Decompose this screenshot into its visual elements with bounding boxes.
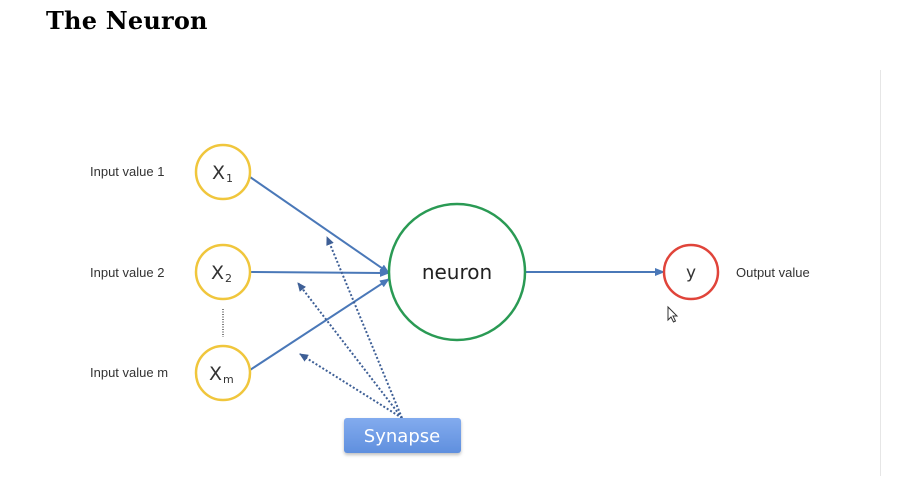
connection-xm-neuron bbox=[249, 278, 390, 371]
synapse-pointer-1 bbox=[326, 236, 403, 419]
synapse-button: Synapse bbox=[344, 418, 461, 453]
synapse-label: Synapse bbox=[364, 426, 440, 447]
neuron-node: neuron bbox=[387, 202, 527, 342]
mouse-cursor-icon bbox=[667, 305, 679, 323]
input-label-1: Input value 1 bbox=[90, 164, 164, 179]
input-symbol: X bbox=[211, 262, 224, 284]
synapse-pointer-2 bbox=[297, 282, 403, 419]
input-node-xm: X m bbox=[194, 344, 252, 402]
connection-x2-neuron bbox=[250, 268, 390, 277]
output-label: Output value bbox=[736, 265, 810, 280]
neuron-label: neuron bbox=[422, 260, 492, 284]
input-subscript: m bbox=[223, 373, 234, 386]
input-subscript: 1 bbox=[226, 172, 233, 185]
input-symbol: X bbox=[212, 162, 225, 184]
output-node: y bbox=[662, 243, 720, 301]
input-node-x2: X 2 bbox=[194, 243, 252, 301]
input-label-2: Input value 2 bbox=[90, 265, 164, 280]
input-label-m: Input value m bbox=[90, 365, 168, 380]
input-subscript: 2 bbox=[225, 272, 232, 285]
input-symbol: X bbox=[209, 363, 222, 385]
connection-x1-neuron bbox=[249, 176, 390, 274]
page-edge-divider bbox=[880, 70, 881, 476]
input-node-x1: X 1 bbox=[194, 143, 252, 201]
synapse-pointer-3 bbox=[299, 353, 403, 419]
output-symbol: y bbox=[686, 263, 696, 283]
page-title: The Neuron bbox=[46, 6, 208, 35]
